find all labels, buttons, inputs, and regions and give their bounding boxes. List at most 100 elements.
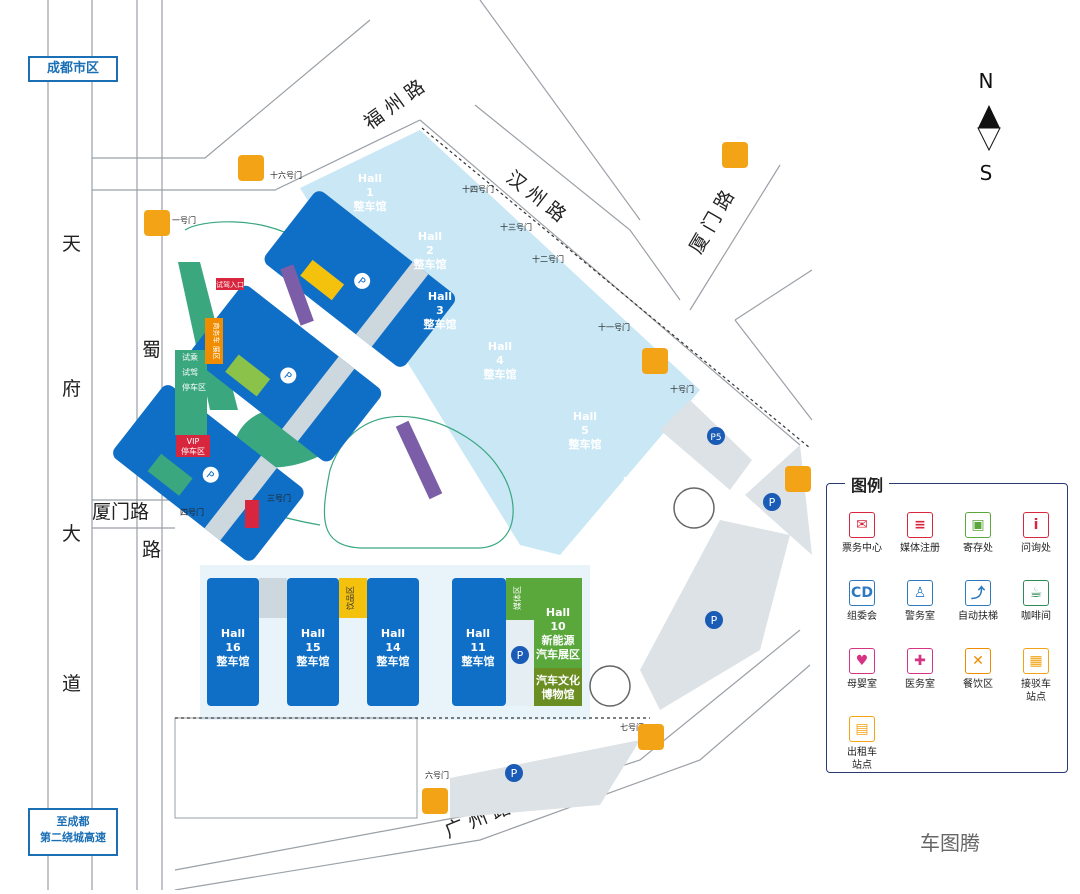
legend-label: 医务室 <box>905 679 935 690</box>
roundabout-east <box>673 487 715 529</box>
svg-text:4: 4 <box>496 354 504 367</box>
svg-text:15: 15 <box>305 641 320 654</box>
label-fuzhou: 福 州 路 <box>360 76 429 134</box>
legend-item-escalator: ⤴ 自动扶梯 <box>949 580 1007 623</box>
legend-item-media: ≡ 媒体注册 <box>891 512 949 555</box>
svg-text:整车馆: 整车馆 <box>461 654 495 668</box>
legend-item-ticket: ✉票务中心 <box>833 512 891 555</box>
hall-16[interactable] <box>207 578 259 706</box>
zone-business[interactable] <box>205 318 223 364</box>
gate-12: 十二号门 <box>532 254 564 264</box>
svg-text:P: P <box>517 649 524 662</box>
svg-text:3: 3 <box>436 304 444 317</box>
hall-10-zh-1: 新能源 <box>542 633 575 647</box>
badge-ring: 至成都 第二绕城高速 <box>28 808 118 856</box>
legend-title: 图例 <box>845 472 890 496</box>
zone-testdrive-entry[interactable] <box>216 278 244 290</box>
svg-text:整车馆: 整车馆 <box>376 654 410 668</box>
legend-item-dining: ✕餐饮区 <box>949 648 1007 691</box>
svg-text:P: P <box>282 370 294 382</box>
hall-5-label: Hall <box>573 410 597 423</box>
hall-11[interactable] <box>452 578 506 706</box>
police-icon: ♙ <box>907 580 933 606</box>
legend-item-police: ♙ 警务室 <box>891 580 949 623</box>
zone-testdrive-text-3: 停车区 <box>182 382 206 392</box>
cafe-icon: ☕ <box>1023 580 1049 606</box>
museum[interactable] <box>534 668 582 706</box>
legend-item-shuttle: ▦接驳车 站点 <box>1007 648 1065 704</box>
zone-media: 媒体区 <box>512 586 522 610</box>
zone-vip[interactable] <box>176 435 210 457</box>
shuttle-stop-e[interactable] <box>642 348 668 374</box>
svg-text:P: P <box>204 470 216 482</box>
parking-s: P <box>511 767 518 780</box>
svg-text:Hall: Hall <box>466 627 490 640</box>
parking-e2: P <box>711 614 718 627</box>
legend-item-cafe: ☕ 咖啡间 <box>1007 580 1065 623</box>
cdms-icon: CD <box>849 580 875 606</box>
gate-7: 七号门 <box>620 722 644 732</box>
zone-testdrive-parking[interactable] <box>175 350 207 435</box>
label-tianfu-2: 府 <box>62 378 81 400</box>
hall-10-zh-2: 汽车展区 <box>536 647 580 661</box>
road-network <box>47 0 813 891</box>
compass: N S <box>977 69 1001 185</box>
legend-label: 自动扶梯 <box>958 611 998 622</box>
hall-14[interactable] <box>367 578 419 706</box>
inner-loop <box>323 415 514 549</box>
media-icon: ≡ <box>907 512 933 538</box>
svg-text:整车馆: 整车馆 <box>296 654 330 668</box>
escalator-icon: ⤴ <box>965 580 991 606</box>
south-lot <box>174 717 418 819</box>
zone-testdrive-text-2: 试驾 <box>182 367 198 377</box>
legend-label: 警务室 <box>905 611 935 622</box>
legend-label: 票务中心 <box>842 543 882 554</box>
gate-6: 六号门 <box>425 770 449 780</box>
svg-text:整车馆: 整车馆 <box>618 502 652 516</box>
label-tianfu-4: 道 <box>62 673 81 695</box>
hall-10[interactable] <box>534 578 582 668</box>
storage-icon: ▣ <box>965 512 991 538</box>
svg-text:10: 10 <box>550 620 566 633</box>
shuttle-stop-s[interactable] <box>638 724 664 750</box>
legend-label: 接驳车 站点 <box>1021 679 1051 703</box>
legend-label: 母婴室 <box>847 679 877 690</box>
gate-1: 一号门 <box>172 215 196 225</box>
svg-text:Hall: Hall <box>546 606 570 619</box>
legend-label: 出租车 站点 <box>847 747 877 771</box>
shuttle-stop-e2[interactable] <box>785 466 811 492</box>
dining-icon: ✕ <box>965 648 991 674</box>
gate-3: 三号门 <box>267 493 291 503</box>
svg-text:6: 6 <box>631 489 639 502</box>
legend-label: 咖啡间 <box>1021 611 1051 622</box>
svg-text:整车馆: 整车馆 <box>413 257 447 271</box>
gate-13: 十三号门 <box>500 222 532 232</box>
shuttle-stop-ne[interactable] <box>722 142 748 168</box>
taxi-stop-n[interactable] <box>238 155 264 181</box>
taxi-icon: ▤ <box>849 716 875 742</box>
walkway-north <box>300 130 700 555</box>
zone-vip-2: 停车区 <box>181 446 205 456</box>
label-xiamen-left: 厦门路 <box>92 501 149 523</box>
compass-n: N <box>979 69 994 93</box>
legend-label: 问询处 <box>1021 543 1051 554</box>
hall-15[interactable] <box>287 578 339 706</box>
zone-exhibit-entry[interactable] <box>245 500 259 528</box>
baby-icon: ♥ <box>849 648 875 674</box>
west-zones: 试乘 试驾 停车区 VIP 停车区 商务车 展区 试驾入口 <box>175 264 443 528</box>
legend-label: 媒体注册 <box>900 543 940 554</box>
shuttle-stop-w[interactable] <box>144 210 170 236</box>
zone-testdrive-text-1: 试乘 <box>182 352 198 362</box>
transit-markers <box>144 142 811 814</box>
svg-text:16: 16 <box>225 641 241 654</box>
medical-icon: ✚ <box>907 648 933 674</box>
shuttle-stop-sw[interactable] <box>422 788 448 814</box>
north-hall-labels: Hall 1 整车馆 Hall 2 整车馆 Hall 3 整车馆 Hall 4 … <box>353 172 652 516</box>
gate-11: 十一号门 <box>598 322 630 332</box>
gate-4: 四号门 <box>180 507 204 517</box>
hall-3-label: Hall <box>428 290 452 303</box>
label-tianfu-1: 天 <box>62 233 81 255</box>
